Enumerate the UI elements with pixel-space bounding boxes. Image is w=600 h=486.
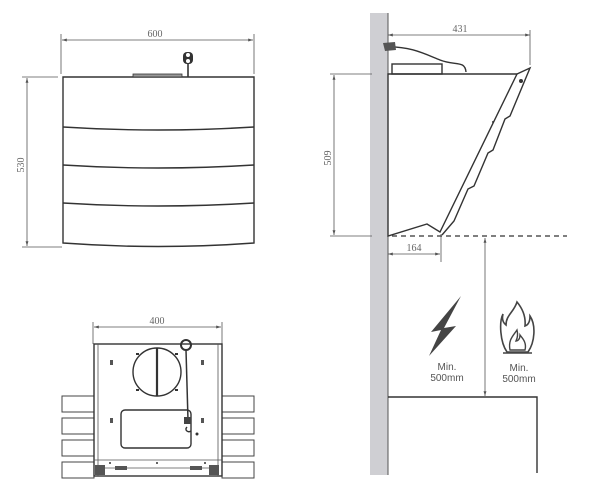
wall: [370, 13, 388, 475]
flame-icon: [499, 300, 535, 354]
gas-distance-label: 500mm: [502, 374, 535, 385]
bottom-view: 400: [61, 316, 255, 479]
bottom-width-label: 400: [150, 316, 165, 327]
gas-min-label: Min.: [510, 363, 529, 374]
wall-socket-icon: [383, 42, 396, 51]
electric-distance-label: 500mm: [430, 373, 463, 384]
front-width-label: 600: [148, 29, 163, 40]
side-depth-label: 431: [453, 24, 468, 35]
lightning-icon: [429, 296, 461, 356]
power-plug-icon: [183, 52, 193, 77]
side-view: 431 509 164: [323, 13, 567, 475]
electric-min-label: Min.: [438, 362, 457, 373]
side-height-label: 509: [323, 151, 334, 166]
front-height-label: 530: [16, 158, 27, 173]
electric-cooktop-clearance: Min. 500mm: [429, 296, 464, 384]
gas-cooktop-clearance: Min. 500mm: [499, 300, 536, 385]
front-view: 600 530: [16, 29, 255, 248]
side-bottom-depth-label: 164: [407, 243, 422, 254]
